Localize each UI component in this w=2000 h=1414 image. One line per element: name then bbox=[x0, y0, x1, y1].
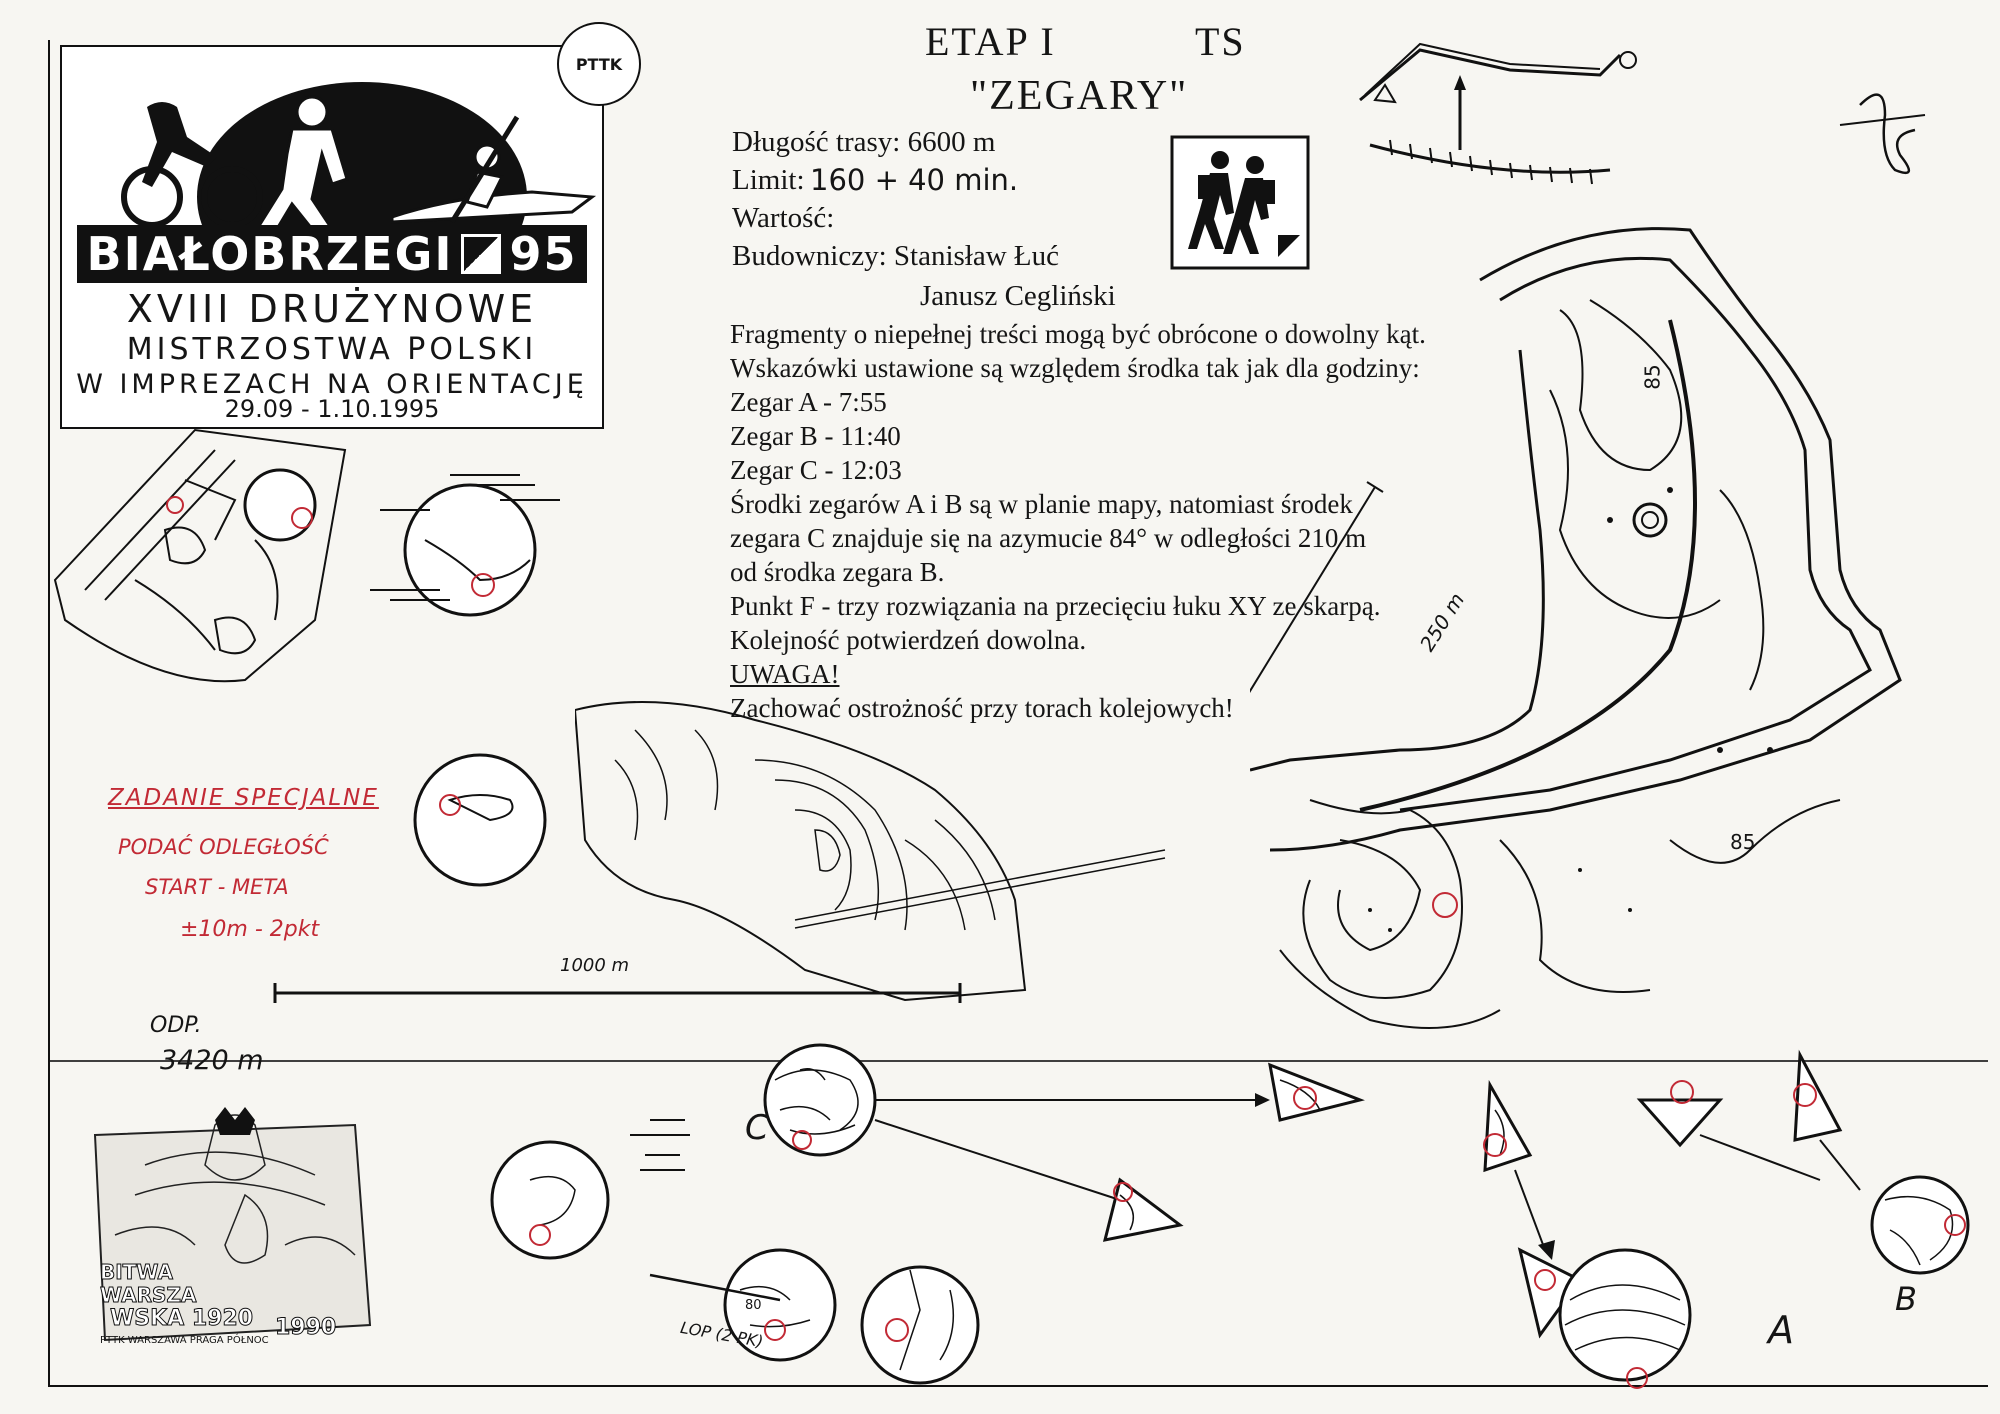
logo-town-bar: BIAŁOBRZEGI 95 bbox=[77, 225, 587, 283]
pttk-badge: PTTK bbox=[557, 22, 641, 106]
stamp-line-1: BITWA bbox=[100, 1260, 174, 1285]
instr-1: Fragmenty o niepełnej treści mogą być ob… bbox=[730, 319, 1426, 349]
instr-point-f: Punkt F - trzy rozwiązania na przecięciu… bbox=[730, 591, 1381, 621]
category-label: TS bbox=[1195, 19, 1246, 64]
warning-text: Zachować ostrożność przy torach kolejowy… bbox=[730, 693, 1234, 723]
main-map bbox=[1250, 227, 1902, 1029]
instr-clock-c: Zegar C - 12:03 bbox=[730, 455, 902, 485]
time-limit-label: Limit: bbox=[732, 164, 805, 196]
special-task-line-1: PODAĆ ODLEGŁOŚĆ bbox=[118, 835, 329, 859]
instr-order: Kolejność potwierdzeń dowolna. bbox=[730, 625, 1087, 655]
frame-bottom-line bbox=[48, 1385, 1988, 1387]
logo-year: 95 bbox=[509, 227, 578, 281]
logo-silhouettes bbox=[121, 82, 597, 227]
contour-label-85-top: 85 bbox=[1640, 364, 1665, 390]
logo-line-1: XVIII DRUŻYNOWE bbox=[126, 287, 538, 331]
scale-label: 1000 m bbox=[560, 955, 630, 976]
stamp-year: 1990 bbox=[274, 1315, 337, 1341]
logo-town: BIAŁOBRZEGI bbox=[86, 227, 454, 281]
builder-label: Budowniczy: Stanisław Łuć bbox=[732, 240, 1060, 272]
railway-sketch bbox=[1359, 42, 1637, 185]
clock-label-a: A bbox=[1768, 1308, 1794, 1352]
left-map-fragment bbox=[53, 428, 347, 683]
stamp-sub: PTTK WARSZAWA PRAGA PÓŁNOC bbox=[100, 1335, 269, 1346]
special-task-line-3: ±10m - 2pkt bbox=[180, 917, 320, 942]
clock-label-c: C bbox=[745, 1108, 769, 1148]
answer-value: 3420 m bbox=[160, 1045, 264, 1076]
stamp-line-2: WARSZA bbox=[99, 1283, 197, 1308]
route-length: Długość trasy: 6600 m bbox=[732, 126, 996, 158]
stamp-line-3: WSKA 1920 bbox=[109, 1306, 254, 1332]
signature-icon bbox=[1839, 93, 1926, 175]
hikers-icon bbox=[1170, 135, 1310, 270]
instr-7: zegara C znajduje się na azymucie 84° w … bbox=[730, 523, 1367, 553]
special-task-line-2: START - META bbox=[145, 875, 289, 899]
clock-fragments-upper bbox=[243, 468, 560, 887]
logo-dates: 29.09 - 1.10.1995 bbox=[224, 395, 440, 423]
special-task-title: ZADANIE SPECJALNE bbox=[108, 785, 379, 811]
clock-fragments-bottom bbox=[490, 1043, 1970, 1389]
clock-label-b: B bbox=[1895, 1280, 1917, 1318]
scale-bar bbox=[273, 983, 962, 1003]
stage-label: ETAP I bbox=[925, 19, 1056, 64]
instr-clock-b: Zegar B - 11:40 bbox=[730, 421, 901, 451]
pttk-label: PTTK bbox=[575, 54, 623, 74]
event-logo: PTTK BIAŁOBRZEGI 95 XVIII DRUŻYNOWE MIST… bbox=[60, 22, 641, 429]
answer-label: ODP. bbox=[150, 1013, 202, 1038]
logo-line-3: W IMPREZACH NA ORIENTACJĘ bbox=[76, 369, 588, 400]
value-label: Wartość: bbox=[732, 202, 835, 234]
central-map-fragment bbox=[575, 701, 1166, 1002]
flag-icon bbox=[461, 234, 502, 274]
instr-clock-a: Zegar A - 7:55 bbox=[730, 387, 887, 417]
frame-divider-line bbox=[48, 1060, 1988, 1062]
frame-left-line bbox=[48, 40, 50, 1385]
contour-label-85-bottom: 85 bbox=[1730, 830, 1756, 854]
builder-second: Janusz Cegliński bbox=[920, 280, 1116, 312]
page-title: "ZEGARY" bbox=[970, 73, 1189, 119]
height-label-80: 80 bbox=[745, 1298, 762, 1313]
instr-6: Środki zegarów A i B są w planie mapy, n… bbox=[730, 489, 1353, 519]
battle-stamp-image bbox=[93, 1107, 372, 1342]
logo-line-2: MISTRZOSTWA POLSKI bbox=[126, 332, 538, 367]
instr-8: od środka zegara B. bbox=[730, 557, 945, 587]
time-limit-value: 160 + 40 min. bbox=[810, 163, 1019, 197]
warning-heading: UWAGA! bbox=[730, 659, 840, 689]
instr-2: Wskazówki ustawione są względem środka t… bbox=[730, 353, 1420, 383]
